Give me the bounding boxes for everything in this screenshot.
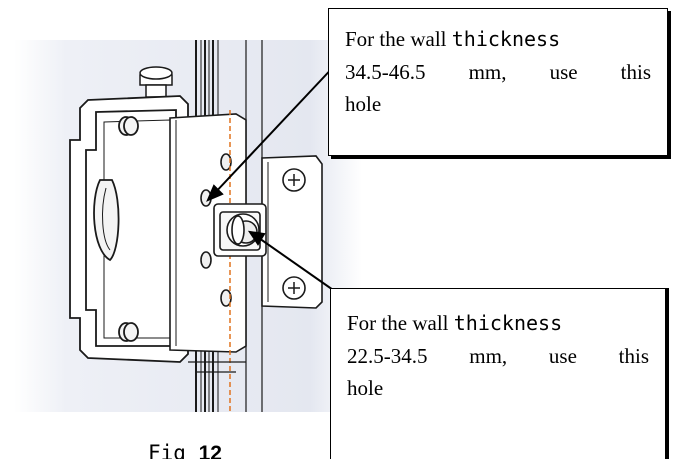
callout-arrows <box>206 61 339 293</box>
hole-lower-2 <box>220 289 232 307</box>
callout-bottom: For the wall thickness 22.5-34.5 mm, use… <box>330 288 666 459</box>
callout-top: For the wall thickness 34.5-46.5 mm, use… <box>328 8 668 156</box>
callout-bottom-line3: hole <box>347 376 384 401</box>
callout-top-line2: 34.5-46.5 mm, use this <box>345 59 651 84</box>
arrow-top-line <box>211 61 339 197</box>
fixing-screw <box>213 203 267 257</box>
arrow-top-head <box>206 184 224 202</box>
caption-number: 12 <box>198 442 222 459</box>
arrow-bottom-head <box>247 230 266 246</box>
top-adjust-screw <box>139 66 173 98</box>
right-mounting-tab <box>261 155 323 309</box>
arrow-bottom-line <box>255 235 337 293</box>
callout-bottom-line1: For the wall thickness <box>347 311 563 335</box>
hole-upper-1 <box>220 153 232 171</box>
callout-top-line1: For the wall thickness <box>345 27 561 51</box>
callout-top-line3: hole <box>345 92 382 117</box>
rail-base <box>188 361 246 373</box>
u-bracket <box>69 95 189 363</box>
caption-prefix: Fig <box>148 441 199 459</box>
callout-bottom-line2: 22.5-34.5 mm, use this <box>347 343 649 368</box>
hole-lower-1 <box>200 251 212 269</box>
figure-caption: Fig 12 <box>148 441 268 459</box>
